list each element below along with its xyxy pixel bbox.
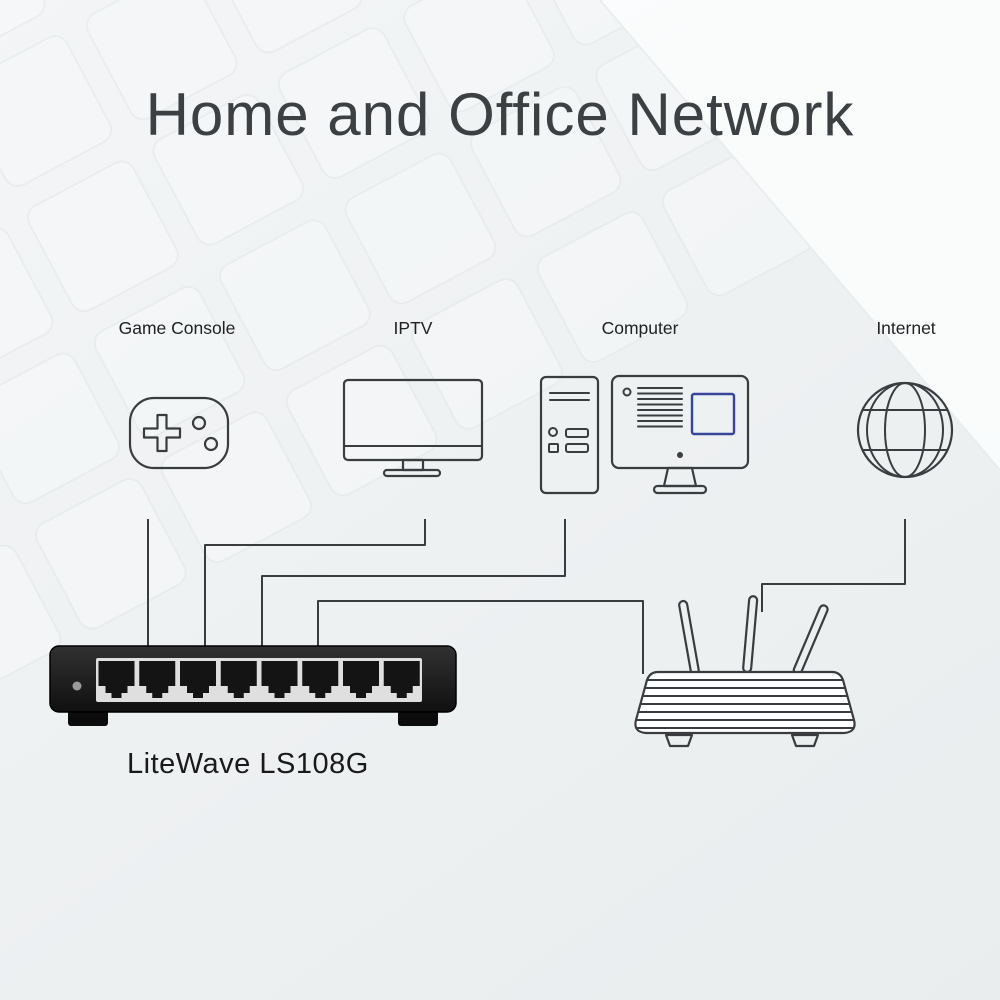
switch-foot-left — [68, 710, 108, 726]
router-antenna — [678, 599, 700, 676]
keyboard-key-decoration — [0, 227, 54, 379]
keyboard-key-decoration — [0, 35, 113, 187]
keyboard-key-decoration — [0, 0, 46, 62]
page-title: Home and Office Network — [145, 81, 855, 148]
network-switch — [49, 645, 457, 726]
computer-icon — [539, 374, 750, 495]
keyboard-key-decoration — [85, 0, 238, 121]
keyboard-key-decoration — [152, 93, 305, 246]
internet-globe-icon — [856, 381, 954, 479]
switch-port-bezel — [96, 658, 422, 702]
keyboard-key-decoration — [403, 0, 555, 113]
device-label-computer: Computer — [601, 318, 679, 338]
switch-port — [98, 661, 135, 698]
keyboard-key-decoration — [0, 352, 121, 505]
switch-port — [261, 661, 298, 698]
keyboard-key-decoration — [536, 211, 689, 364]
connection-switch-to-router — [317, 600, 644, 674]
connection-lines — [147, 519, 906, 674]
keyboard-key-decoration — [0, 544, 62, 697]
switch-ports — [98, 661, 420, 698]
keyboard-key-decoration — [211, 0, 363, 54]
switch-port — [383, 661, 420, 698]
keyboard-key-decoration — [27, 160, 179, 313]
connection-iptv-to-switch — [204, 519, 426, 646]
router-stripes — [635, 679, 855, 729]
device-label-internet: Internet — [876, 318, 936, 338]
keyboard-key-decoration — [93, 285, 246, 438]
keyboard-key-decoration — [344, 152, 497, 305]
iptv-icon — [342, 378, 484, 478]
router-foot-left — [664, 733, 694, 748]
switch-port — [180, 661, 216, 698]
keyboard-key-decoration — [35, 477, 187, 630]
computer-tower — [539, 375, 600, 495]
switch-port — [220, 661, 257, 698]
switch-port — [302, 661, 339, 698]
computer-monitor — [610, 374, 750, 495]
monitor-blue-panel — [690, 392, 736, 436]
keyboard-key-decoration — [285, 344, 438, 497]
router-foot-right — [790, 733, 820, 748]
connection-internet-to-router — [761, 519, 906, 612]
router-body — [634, 670, 856, 735]
router-antennas — [678, 595, 829, 676]
game-console-icon — [128, 396, 230, 470]
device-label-game-console: Game Console — [118, 318, 236, 338]
switch-foot-right — [398, 710, 438, 726]
keyboard-key-decoration — [411, 278, 563, 430]
switch-led — [72, 681, 82, 691]
device-label-iptv: IPTV — [393, 318, 433, 338]
keyboard-key-decoration — [160, 411, 313, 564]
router-antenna — [792, 604, 829, 676]
connection-computer-to-switch — [261, 519, 566, 646]
keyboard-key-decoration — [219, 219, 371, 372]
switch-port — [343, 661, 379, 698]
switch-port — [139, 661, 176, 698]
router — [634, 595, 856, 748]
keyboard-key-decoration — [469, 85, 622, 238]
keyboard-key-decoration — [277, 27, 430, 179]
router-antenna — [742, 595, 759, 674]
background-keyboard-decoration — [0, 0, 814, 697]
switch-model-label: LiteWave LS108G — [127, 748, 369, 780]
